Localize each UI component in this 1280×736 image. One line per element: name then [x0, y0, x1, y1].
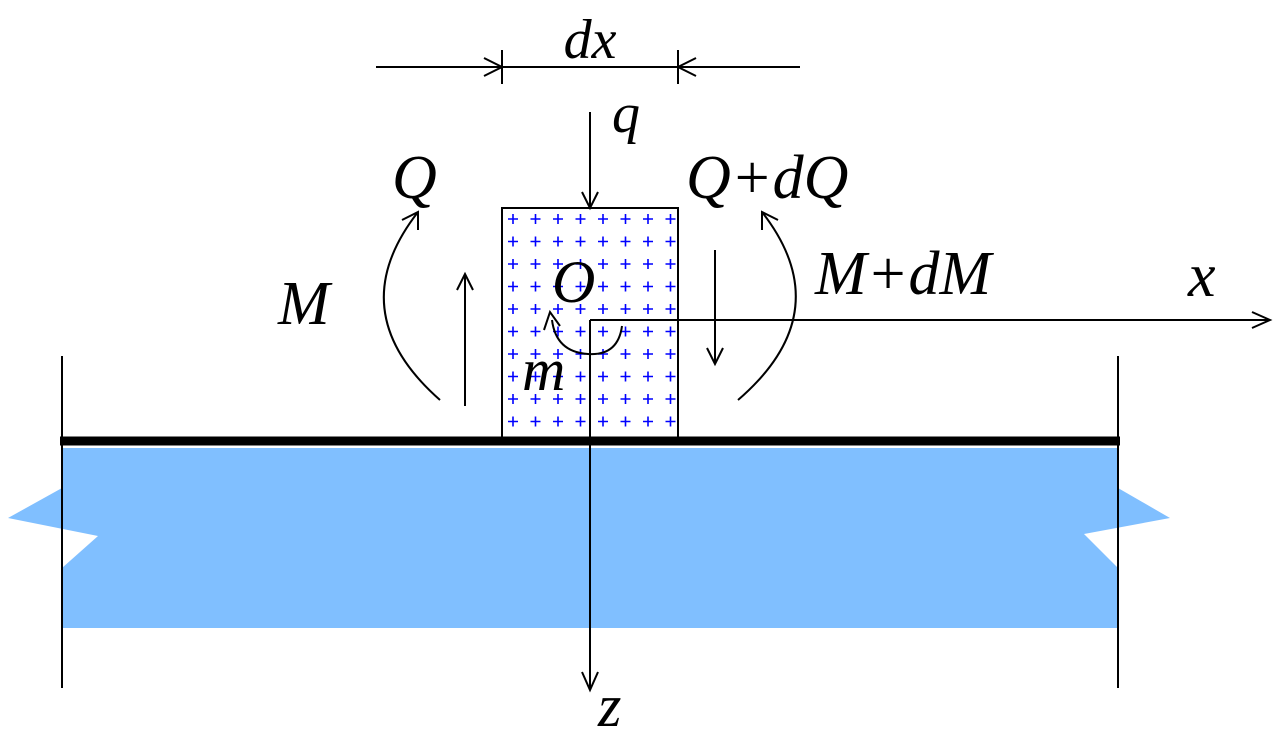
label-dx: dx [564, 9, 617, 71]
label-x-axis: x [1187, 242, 1216, 310]
label-distributed-moment: m [522, 337, 565, 403]
label-origin: O [552, 249, 595, 315]
distributed-moment-m [543, 309, 623, 356]
moment-arc-right [737, 210, 797, 401]
z-axis [581, 320, 599, 693]
moment-arc-left [382, 210, 441, 401]
label-shear-left: Q [392, 144, 437, 212]
shear-arrow-right [706, 250, 724, 367]
label-shear-right: Q+dQ [686, 144, 848, 212]
label-q: q [612, 83, 640, 145]
label-moment-right: M+dM [814, 240, 994, 308]
label-moment-left: M [277, 270, 333, 338]
label-z-axis: z [597, 673, 621, 736]
x-axis [590, 311, 1273, 329]
dx-dimension [376, 50, 800, 84]
shear-arrow-left [456, 271, 474, 406]
load-arrow-q [581, 112, 599, 211]
